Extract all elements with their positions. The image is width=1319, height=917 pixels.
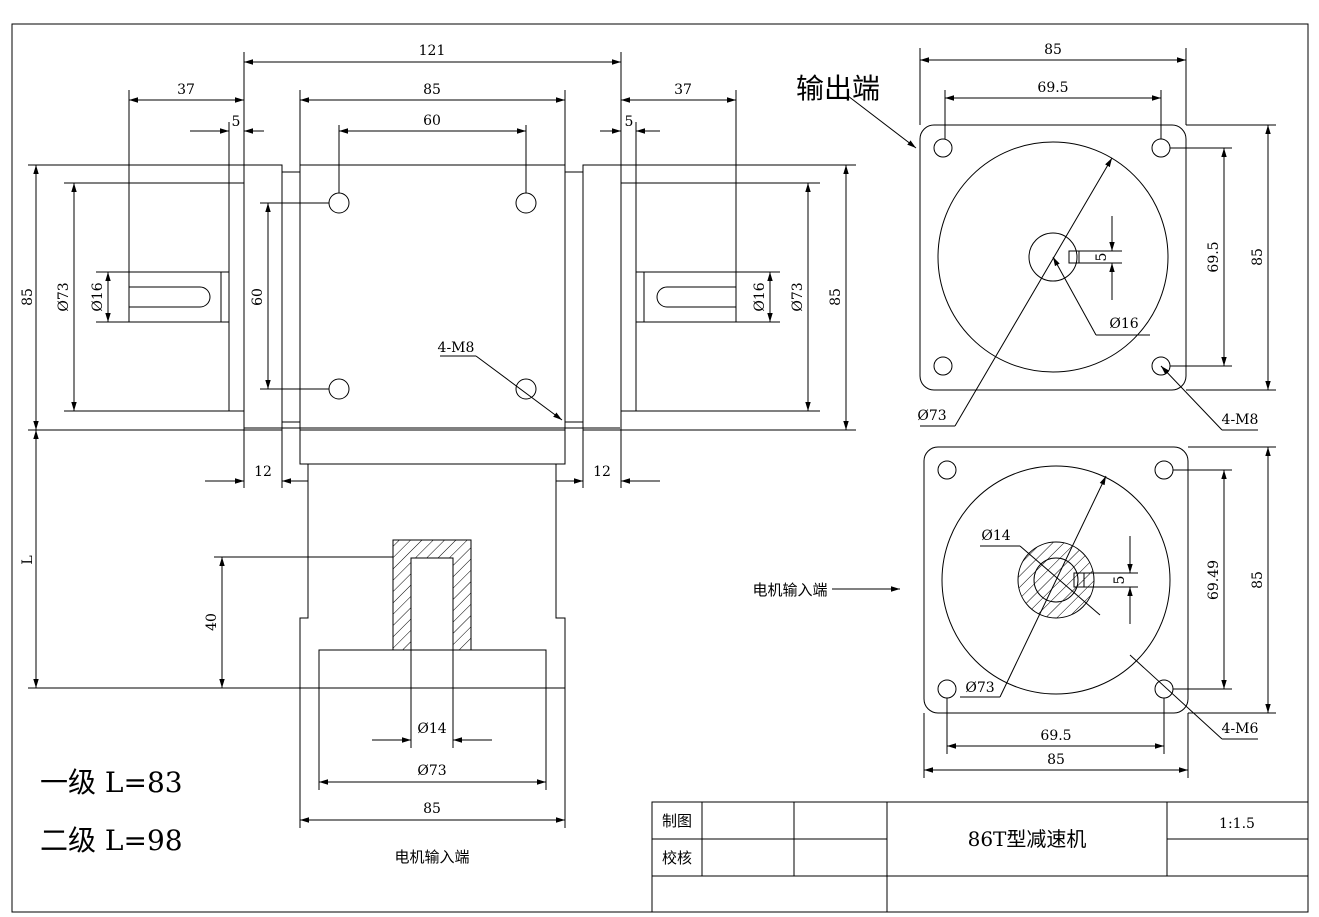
shaft-left-neck bbox=[220, 271, 230, 323]
dim-output-width: 85 bbox=[1044, 42, 1062, 58]
dim-step-left: 5 bbox=[232, 114, 241, 130]
dim-overall-width: 121 bbox=[419, 43, 446, 59]
callout-bolts-front: 4-M8 bbox=[438, 340, 475, 356]
dim-output-shaft-dia: Ø16 bbox=[1109, 316, 1138, 332]
dim-input-height: 85 bbox=[1250, 571, 1266, 589]
input-pilot-circle bbox=[941, 465, 1171, 695]
dim-flange-left: 12 bbox=[254, 464, 272, 480]
dim-height-right: 85 bbox=[828, 288, 844, 306]
collar-left bbox=[281, 171, 301, 423]
output-keyway bbox=[1068, 250, 1080, 264]
dim-step-right: 5 bbox=[625, 114, 634, 130]
pilot-right bbox=[620, 182, 637, 412]
dim-housing-width: 85 bbox=[423, 82, 441, 98]
title-name: 86T型减速机 bbox=[968, 827, 1087, 851]
bolt-hole bbox=[328, 378, 350, 400]
bolt-hole bbox=[1154, 460, 1174, 480]
input-flange bbox=[923, 446, 1189, 714]
dim-shaft-ext-left: 37 bbox=[177, 82, 195, 98]
callout-input-bolts: 4-M6 bbox=[1222, 721, 1259, 737]
dim-input-pilot: Ø73 bbox=[417, 763, 446, 779]
dim-output-key: 5 bbox=[1094, 253, 1110, 262]
front-view: 121 37 37 85 60 5 5 12 12 bbox=[20, 43, 856, 866]
dim-input-bore: Ø14 bbox=[417, 721, 446, 737]
title-drawn-label: 制图 bbox=[662, 812, 692, 830]
flange-right bbox=[582, 164, 622, 431]
dim-input-base: 85 bbox=[423, 801, 441, 817]
pilot-left bbox=[228, 182, 245, 412]
input-bore-circle bbox=[1033, 557, 1079, 603]
dim-dia16-right: Ø16 bbox=[752, 282, 768, 311]
dim-shaft-ext-right: 37 bbox=[674, 82, 692, 98]
dim-input-depth: 40 bbox=[204, 613, 220, 631]
bolt-hole bbox=[515, 192, 537, 214]
bolt-hole bbox=[937, 679, 957, 699]
shaft-right bbox=[635, 271, 737, 323]
dim-dia16-left: Ø16 bbox=[90, 282, 106, 311]
bolt-hole bbox=[515, 378, 537, 400]
dim-flange-right: 12 bbox=[593, 464, 611, 480]
dim-input-pilot-dia: Ø73 bbox=[965, 680, 994, 696]
label-motor-input-bottom: 电机输入端 bbox=[394, 848, 469, 866]
dim-input-bolt-v: 69.49 bbox=[1206, 560, 1222, 600]
callout-output-bolts: 4-M8 bbox=[1222, 412, 1259, 428]
bolt-hole bbox=[1151, 138, 1171, 158]
dim-height-left: 85 bbox=[20, 288, 36, 306]
title-checked-label: 校核 bbox=[662, 849, 692, 867]
output-end-view: 输出端 85 69.5 69.5 85 5 Ø16 bbox=[796, 42, 1276, 431]
dim-input-bore-dia: Ø14 bbox=[981, 528, 1010, 544]
shaft-left bbox=[128, 271, 230, 323]
dim-input-key: 5 bbox=[1112, 576, 1128, 585]
output-shaft-circle bbox=[1028, 232, 1078, 282]
bolt-hole bbox=[933, 356, 953, 376]
output-pilot-circle bbox=[937, 141, 1169, 373]
dim-length-L: L bbox=[20, 555, 36, 564]
input-keyway bbox=[1073, 572, 1085, 588]
dim-input-width: 85 bbox=[1047, 752, 1065, 768]
shaft-right-neck bbox=[635, 271, 645, 323]
dim-bolt-spacing: 60 bbox=[423, 113, 441, 129]
bolt-hole bbox=[933, 138, 953, 158]
keyway-left bbox=[129, 286, 211, 308]
input-end-view: 电机输入端 Ø14 5 69.49 85 Ø73 4-M6 bbox=[752, 446, 1276, 778]
dim-dia73-left: Ø73 bbox=[56, 282, 72, 311]
label-motor-input-side: 电机输入端 bbox=[752, 581, 827, 599]
adapter-base bbox=[318, 649, 547, 689]
dim-input-bolt-h: 69.5 bbox=[1040, 728, 1071, 744]
title-block: 制图 校核 86T型减速机 1:1.5 bbox=[651, 801, 1309, 913]
dim-dia73-right: Ø73 bbox=[790, 282, 806, 311]
bolt-hole bbox=[1154, 679, 1174, 699]
keyway-right bbox=[656, 286, 736, 308]
input-coupling-section bbox=[392, 539, 472, 651]
note-stage2: 二级 L=98 bbox=[40, 824, 183, 857]
collar-right bbox=[564, 171, 584, 423]
dim-bolt-vert: 60 bbox=[250, 288, 266, 306]
bolt-hole bbox=[937, 460, 957, 480]
dim-output-bolt-h: 69.5 bbox=[1037, 80, 1068, 96]
dim-output-bolt-v: 69.5 bbox=[1206, 241, 1222, 272]
housing-body bbox=[299, 164, 566, 431]
motor-adapter bbox=[299, 464, 566, 689]
label-output-end: 输出端 bbox=[796, 72, 880, 105]
note-stage1: 一级 L=83 bbox=[40, 766, 183, 799]
bolt-hole bbox=[328, 192, 350, 214]
dim-output-pilot-dia: Ø73 bbox=[917, 408, 946, 424]
title-scale: 1:1.5 bbox=[1219, 816, 1255, 832]
dim-output-height: 85 bbox=[1250, 248, 1266, 266]
housing-lower bbox=[299, 429, 566, 465]
drawing-border bbox=[11, 23, 1309, 913]
output-flange bbox=[919, 124, 1187, 391]
